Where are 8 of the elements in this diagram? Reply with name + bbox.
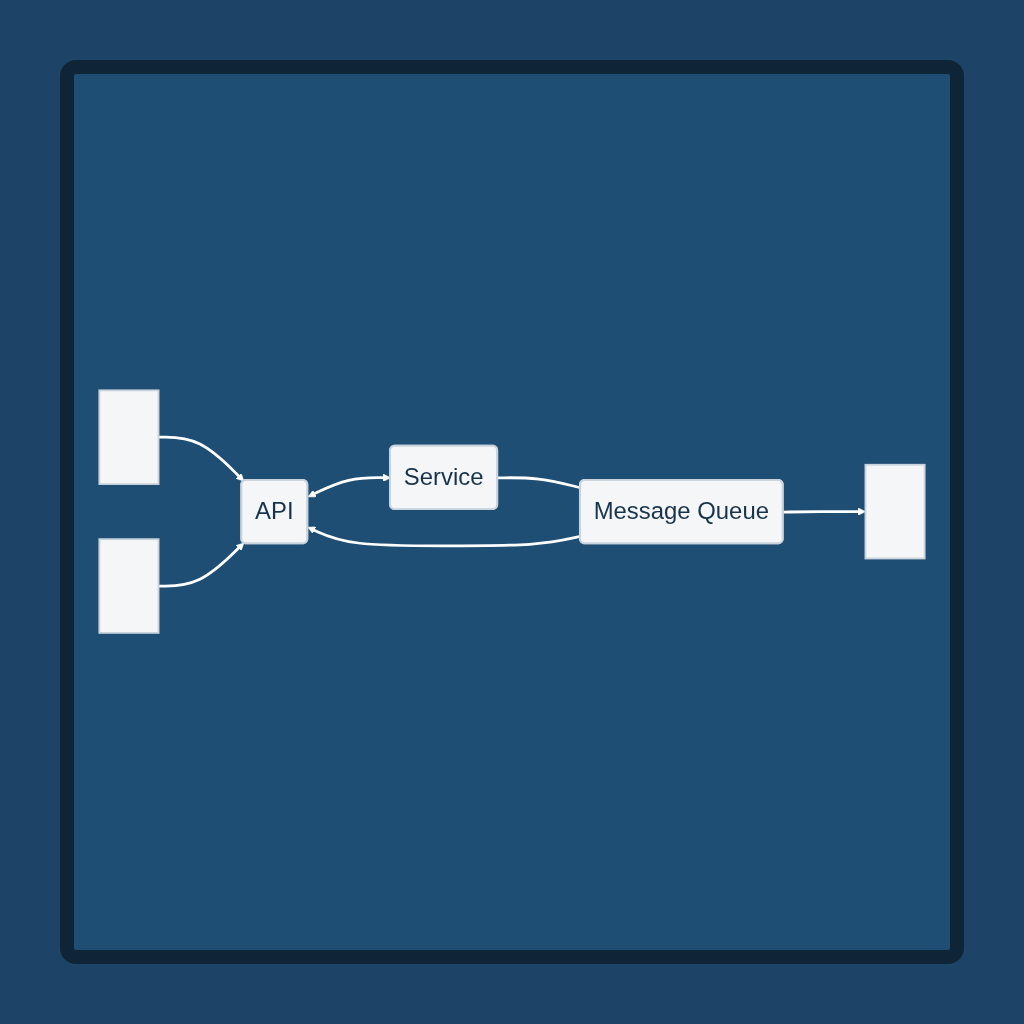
arrow [783,507,866,517]
arrow [158,436,245,482]
arrow [307,474,391,498]
arrow [158,543,245,588]
connector [497,476,581,490]
node-box [98,538,160,635]
node-box [98,389,160,486]
node-box [864,464,926,560]
